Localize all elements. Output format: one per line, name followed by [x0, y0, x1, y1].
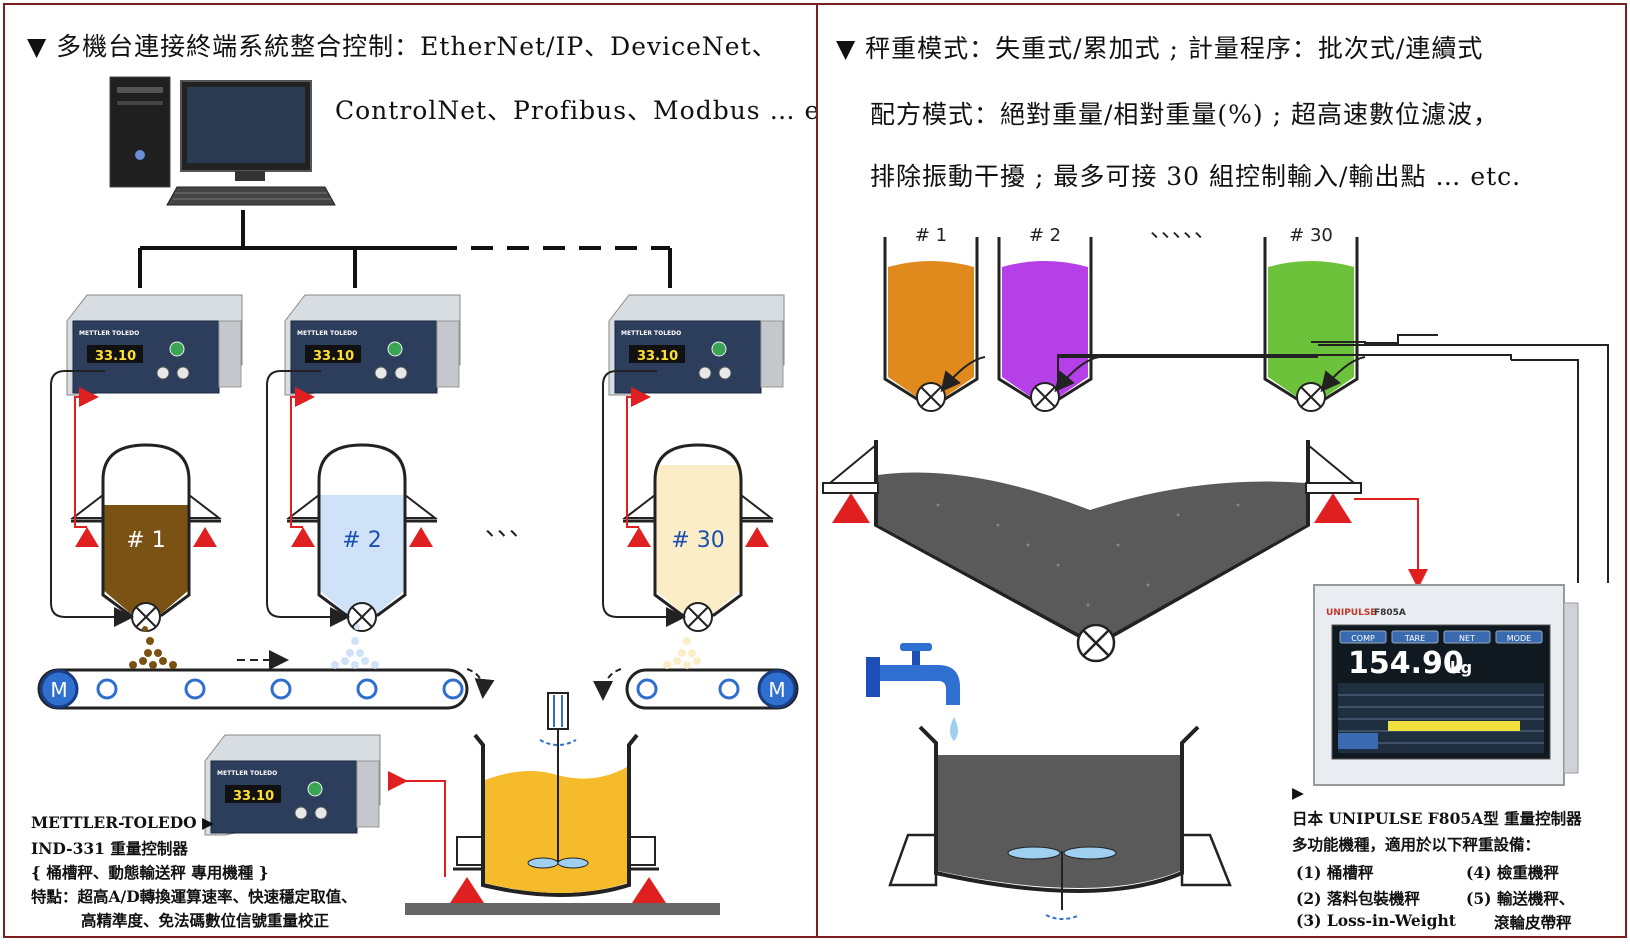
controller-display-value: 33.10	[233, 789, 274, 804]
caption-features-2: 高精準度、免法碼數位信號重量校正	[81, 911, 330, 930]
caption-model: IND-331 重量控制器	[31, 839, 188, 858]
controller-brand: METTLER TOLEDO	[217, 770, 277, 777]
bin-label-2: # 2	[1029, 225, 1061, 246]
right-heading-line1: ▼ 秤重模式：失重式/累加式 ; 計量程序：批次式/連續式	[836, 34, 1484, 63]
ingredient-bin-2: # 2	[997, 225, 1100, 412]
caption-item-3: (3) Loss-in-Weight	[1296, 911, 1456, 930]
caption-item-1: (1) 桶槽秤	[1296, 863, 1374, 882]
device-button-net: NET	[1459, 634, 1475, 643]
caption-features-1: 特點：超高A/D轉換運算速率、快速穩定取值、	[31, 887, 357, 906]
hopper-label-2: # 2	[342, 528, 381, 553]
device-button-tare: TARE	[1404, 634, 1425, 643]
computer-icon	[109, 76, 336, 206]
controller-brand: METTLER TOLEDO	[79, 330, 139, 337]
device-button-comp: COMP	[1351, 634, 1375, 643]
unipulse-f805a-controller: UNIPULSE F805A COMP TARE NET MODE 154.90 kg	[1313, 584, 1579, 786]
network-bus	[138, 210, 672, 288]
caption-arrow: ▶	[1292, 783, 1304, 802]
ingredient-bin-1: # 1	[883, 225, 986, 412]
weigh-hopper-1: # 1	[50, 370, 222, 632]
weigh-hopper-3: # 30	[602, 370, 774, 632]
ind331-controller-mixer: METTLER TOLEDO 33.10	[204, 734, 381, 836]
left-heading-line2: ControlNet、Profibus、Modbus … etc.	[335, 96, 856, 125]
svg-text:M: M	[50, 678, 67, 702]
mixer-tank	[405, 692, 720, 915]
ingredient-bin-3: # 30	[1263, 225, 1366, 412]
device-button-mode: MODE	[1507, 634, 1531, 643]
right-diagram-svg: 、、、、、 # 1 # 2 # 30	[822, 218, 1609, 920]
water-faucet-icon	[866, 643, 960, 741]
bin-ellipsis: 、、、、、	[1150, 218, 1216, 243]
caption-item-2: (2) 落料包裝機秤	[1296, 889, 1420, 908]
caption-item-4: (4) 檢重機秤	[1466, 863, 1559, 882]
left-heading-line1: ▼ 多機台連接終端系統整合控制：EtherNet/IP、DeviceNet、	[27, 32, 778, 61]
lower-mix-tank	[888, 725, 1232, 920]
control-wires	[1057, 334, 1609, 583]
hopper-label-3: # 30	[671, 528, 724, 553]
right-panel: ▼ 秤重模式：失重式/累加式 ; 計量程序：批次式/連續式 配方模式：絕對重量/…	[816, 3, 1627, 938]
ind331-controller-30: METTLER TOLEDO 33.10	[608, 294, 785, 396]
weigh-hopper-2: # 2	[266, 370, 438, 632]
device-model: F805A	[1374, 608, 1406, 618]
caption-item-5: (5) 輸送機秤、	[1466, 889, 1575, 908]
ind331-controller-1: METTLER TOLEDO 33.10	[66, 294, 243, 396]
controller-display-value: 33.10	[95, 349, 136, 364]
ind331-controller-2: METTLER TOLEDO 33.10	[284, 294, 461, 396]
device-weight-value: 154.90	[1348, 646, 1464, 681]
controller-display-value: 33.10	[313, 349, 354, 364]
caption-brand: METTLER-TOLEDO ▶	[31, 813, 214, 832]
svg-text:M: M	[768, 678, 785, 702]
right-heading-line3: 排除振動干擾 ; 最多可接 30 組控制輸入/輸出點 … etc.	[870, 162, 1522, 191]
conveyor-left: M	[37, 624, 495, 710]
caption-device-desc: 多功能機種，適用於以下秤重設備：	[1292, 835, 1541, 854]
right-heading-line2: 配方模式：絕對重量/相對重量(%) ; 超高速數位濾波，	[870, 100, 1500, 129]
device-brand: UNIPULSE	[1326, 608, 1376, 618]
left-panel: ▼ 多機台連接終端系統整合控制：EtherNet/IP、DeviceNet、 C…	[3, 3, 854, 938]
bin-label-3: # 30	[1289, 225, 1333, 246]
conveyor-right: M	[593, 637, 799, 710]
caption-device-title: 日本 UNIPULSE F805A型 重量控制器	[1292, 809, 1582, 828]
controller-brand: METTLER TOLEDO	[297, 330, 357, 337]
hopper-ellipsis: 、、、	[485, 513, 533, 541]
device-weight-unit: kg	[1450, 658, 1472, 677]
main-weigh-hopper	[822, 440, 1428, 663]
controller-brand: METTLER TOLEDO	[621, 330, 681, 337]
controller-display-value: 33.10	[637, 349, 678, 364]
caption-item-5b: 滾輪皮帶秤	[1494, 913, 1572, 932]
bin-label-1: # 1	[915, 225, 947, 246]
caption-usage: { 桶槽秤、動態輸送秤 專用機種 }	[31, 863, 269, 882]
hopper-label-1: # 1	[126, 528, 165, 553]
